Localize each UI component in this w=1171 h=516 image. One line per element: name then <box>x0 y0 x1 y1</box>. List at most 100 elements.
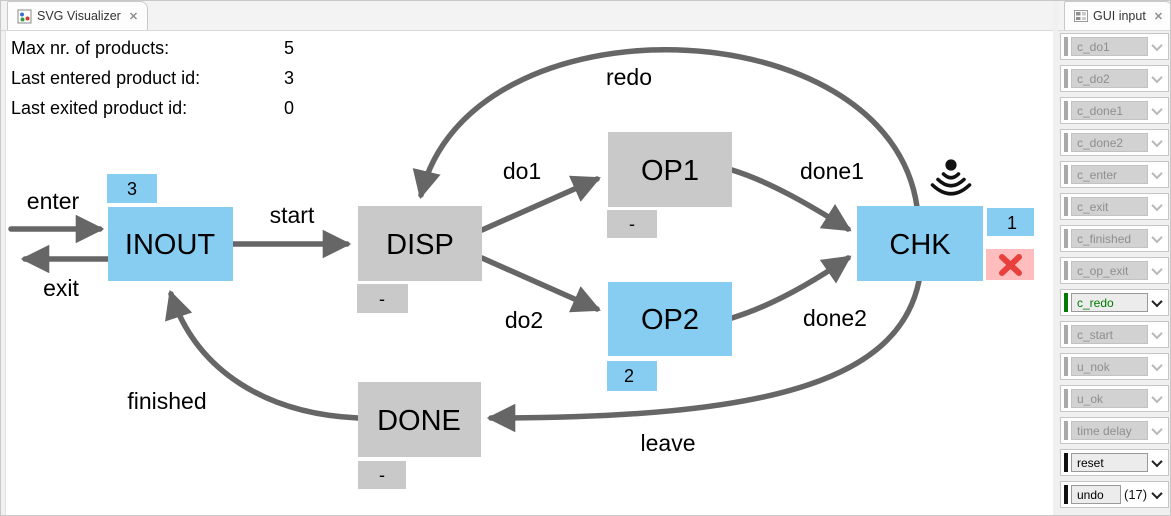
right-tabbar: GUI input ✕ <box>1058 1 1170 31</box>
node-badge: 3 <box>127 179 137 199</box>
chevron-down-icon[interactable] <box>1148 453 1165 472</box>
info-value: 5 <box>284 38 295 58</box>
command-dropdown: c_done1 <box>1071 101 1148 120</box>
chevron-down-icon <box>1148 101 1165 120</box>
command-dropdown: u_nok <box>1071 357 1148 376</box>
chevron-down-icon <box>1148 229 1165 248</box>
gui-input-view: GUI input ✕ c_do1 c_do2 c_done1 <box>1058 1 1170 515</box>
red-x-icon <box>986 249 1034 280</box>
info-label: Max nr. of products: <box>11 38 170 58</box>
gui-row-u_ok: u_ok <box>1060 385 1169 412</box>
close-icon[interactable]: ✕ <box>1153 10 1164 23</box>
gui-row-u_nok: u_nok <box>1060 353 1169 380</box>
gui-row-c_start: c_start <box>1060 321 1169 348</box>
info-value: 0 <box>284 98 295 118</box>
chevron-down-icon[interactable] <box>1148 485 1165 504</box>
edge-do1 <box>479 175 601 233</box>
info-line: Max nr. of products: 5 <box>11 33 294 63</box>
edge-label-done2: done2 <box>803 305 867 331</box>
info-label: Last entered product id: <box>11 68 201 88</box>
command-dropdown: c_finished <box>1071 229 1148 248</box>
row-state-bar <box>1064 485 1068 504</box>
gui-row-c_done1: c_done1 <box>1060 97 1169 124</box>
row-state-bar <box>1064 197 1068 216</box>
edge-leave <box>486 278 922 433</box>
close-icon[interactable]: ✕ <box>128 10 139 23</box>
chevron-down-icon <box>1148 197 1165 216</box>
edges <box>8 46 922 433</box>
edge-label-finished: finished <box>127 388 206 414</box>
gui-row-c_redo[interactable]: c_redo <box>1060 289 1169 316</box>
state-diagram: enter exit start do1 do2 done1 done2 red… <box>8 46 1034 489</box>
gui-row-c_enter: c_enter <box>1060 161 1169 188</box>
edge-label-do2: do2 <box>505 307 543 333</box>
signal-waves-icon <box>930 159 972 196</box>
row-state-bar <box>1064 229 1068 248</box>
chevron-down-icon <box>1148 421 1165 440</box>
command-dropdown: c_start <box>1071 325 1148 344</box>
command-dropdown: c_do2 <box>1071 69 1148 88</box>
gui-row-time-delay: time delay <box>1060 417 1169 444</box>
edge-do2 <box>479 255 601 313</box>
edge-redo <box>412 46 920 210</box>
command-dropdown: c_enter <box>1071 165 1148 184</box>
row-state-bar <box>1064 133 1068 152</box>
node-badge: 1 <box>1007 213 1017 233</box>
chevron-down-icon <box>1148 325 1165 344</box>
chevron-down-icon <box>1148 37 1165 56</box>
tab-title: GUI input <box>1093 9 1146 23</box>
left-tabbar: SVG Visualizer ✕ <box>1 1 1053 31</box>
command-dropdown: time delay <box>1071 421 1148 440</box>
info-line: Last exited product id: 0 <box>11 93 294 123</box>
row-state-bar <box>1064 37 1068 56</box>
gui-input-rows: c_do1 c_do2 c_done1 c_done2 c_enter <box>1058 33 1170 513</box>
chevron-down-icon <box>1148 389 1165 408</box>
tab-title: SVG Visualizer <box>37 9 121 23</box>
node-label: OP1 <box>641 155 699 187</box>
grid-layout-icon <box>1074 10 1088 22</box>
nodes: 3 INOUT DISP - OP1 - <box>107 132 1034 489</box>
node-OP2: OP2 2 <box>607 282 732 391</box>
edge-label-redo: redo <box>606 64 652 90</box>
node-badge: - <box>379 465 385 485</box>
gui-row-c_do1: c_do1 <box>1060 33 1169 60</box>
node-label: INOUT <box>125 229 216 261</box>
node-label: OP2 <box>641 304 699 336</box>
command-dropdown: c_exit <box>1071 197 1148 216</box>
edge-label-leave: leave <box>641 430 696 456</box>
gui-row-c_exit: c_exit <box>1060 193 1169 220</box>
row-state-bar <box>1064 325 1068 344</box>
tab-svg-visualizer[interactable]: SVG Visualizer ✕ <box>7 1 149 30</box>
row-state-bar <box>1064 165 1068 184</box>
svg-canvas: Max nr. of products: 5 Last entered produ… <box>1 31 1053 515</box>
chevron-down-icon <box>1148 261 1165 280</box>
tab-gui-input[interactable]: GUI input ✕ <box>1064 1 1170 30</box>
edge-label-start: start <box>270 202 315 228</box>
node-DONE: DONE - <box>358 382 481 489</box>
edge-label-do1: do1 <box>503 158 541 184</box>
chevron-down-icon <box>1148 69 1165 88</box>
command-dropdown[interactable]: undo <box>1071 485 1121 504</box>
info-value: 3 <box>284 68 295 88</box>
command-dropdown[interactable]: reset <box>1071 453 1148 472</box>
row-state-bar <box>1064 453 1068 472</box>
command-dropdown: c_op_exit <box>1071 261 1148 280</box>
node-label: DONE <box>377 405 461 437</box>
row-state-bar <box>1064 69 1068 88</box>
info-label: Last exited product id: <box>11 98 188 118</box>
edge-label-exit: exit <box>43 275 79 301</box>
row-state-bar <box>1064 357 1068 376</box>
svg-visualizer-view: SVG Visualizer ✕ Max nr. of products: 5 L… <box>1 1 1053 515</box>
svg-image-file-icon <box>17 9 32 24</box>
command-dropdown: u_ok <box>1071 389 1148 408</box>
gui-row-c_do2: c_do2 <box>1060 65 1169 92</box>
chevron-down-icon[interactable] <box>1148 293 1165 312</box>
node-CHK: CHK 1 <box>857 159 1034 281</box>
chevron-down-icon <box>1148 133 1165 152</box>
node-badge: 2 <box>624 366 634 386</box>
command-dropdown[interactable]: c_redo <box>1071 293 1148 312</box>
gui-row-reset[interactable]: reset <box>1060 449 1169 476</box>
command-dropdown: c_do1 <box>1071 37 1148 56</box>
gui-row-undo[interactable]: undo (17) <box>1060 481 1169 508</box>
